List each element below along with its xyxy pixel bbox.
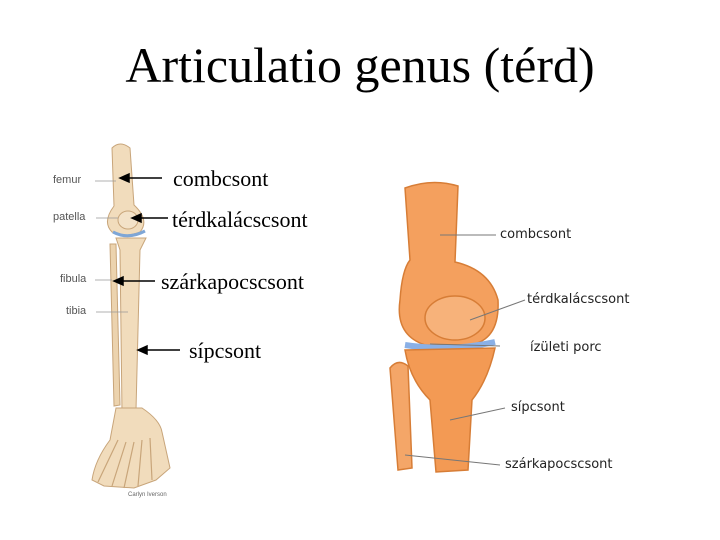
fibula-bone: [109, 243, 121, 407]
label-terdkalacscsont: térdkalácscsont: [172, 207, 308, 232]
knee-label-sipcsont: sípcsont: [511, 400, 565, 415]
knee-fibula: [389, 361, 413, 471]
image-credit: Carlyn Iverson: [128, 492, 167, 498]
knee-label-szarkapocscsont: szárkapocscsont: [505, 457, 613, 472]
tibia-bone: [115, 237, 147, 413]
knee-label-izuleti-porc: ízületi porc: [530, 340, 602, 355]
label-femur: femur: [53, 174, 82, 186]
label-sipcsont: sípcsont: [189, 338, 262, 363]
label-combcsont: combcsont: [173, 166, 269, 191]
label-fibula: fibula: [60, 273, 87, 285]
foot-bones: [91, 407, 171, 489]
label-patella: patella: [53, 211, 86, 223]
label-szarkapocscsont: szárkapocscsont: [161, 269, 304, 294]
knee-label-terdkalacscsont: térdkalácscsont: [527, 292, 630, 307]
leg-skeleton-illustration: [91, 143, 171, 489]
knee-patella: [424, 295, 486, 341]
knee-cartilage: [404, 339, 496, 351]
knee-tibia: [404, 347, 496, 473]
label-tibia: tibia: [66, 305, 87, 317]
knee-joint-illustration: [389, 181, 499, 473]
left-arrows: [112, 172, 180, 356]
slide-title: Articulatio genus (térd): [125, 37, 595, 93]
knee-label-combcsont: combcsont: [500, 227, 572, 242]
